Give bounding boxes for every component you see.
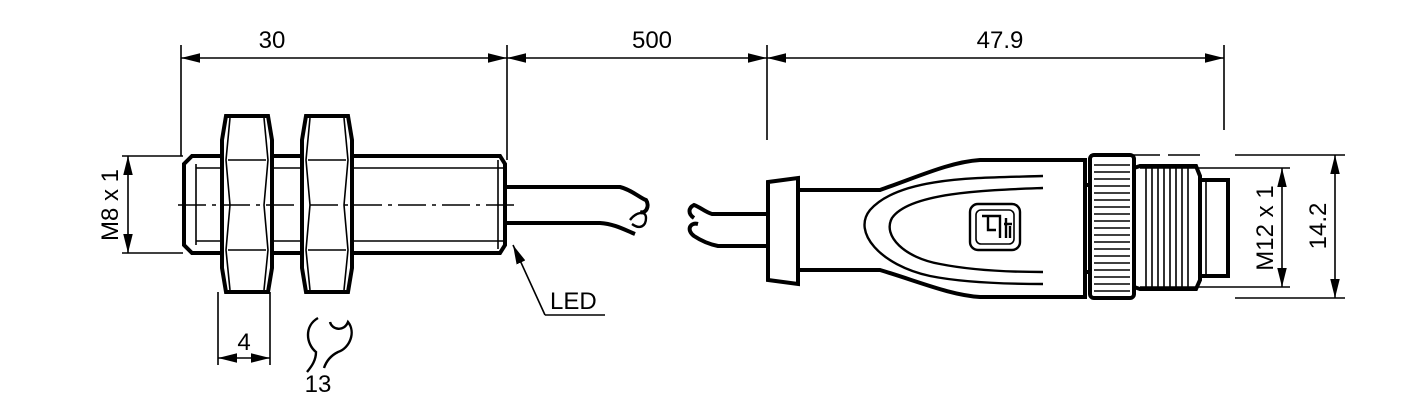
dimension-lines [123, 53, 1340, 363]
knurled-nut [1088, 153, 1136, 300]
cable [507, 185, 766, 248]
dim-connector-thread: M12 x 1 [1252, 185, 1279, 270]
hex-nut-1 [220, 114, 274, 294]
led-label: LED [550, 288, 597, 315]
m12-connector [766, 153, 1230, 300]
dim-sensor-thread: M8 x 1 [97, 169, 124, 241]
dim-connector-length: 47.9 [977, 27, 1024, 54]
dim-wrench-size: 13 [305, 371, 332, 398]
dim-cable-length: 500 [632, 27, 672, 54]
wrench-icon [306, 316, 353, 373]
led-leader: LED [512, 244, 605, 316]
hex-nut-2 [300, 114, 354, 294]
dim-connector-diameter: 14.2 [1305, 203, 1332, 250]
dim-sensor-length: 30 [259, 27, 286, 54]
brand-logo [968, 202, 1022, 252]
dim-nut-width: 4 [237, 329, 250, 356]
